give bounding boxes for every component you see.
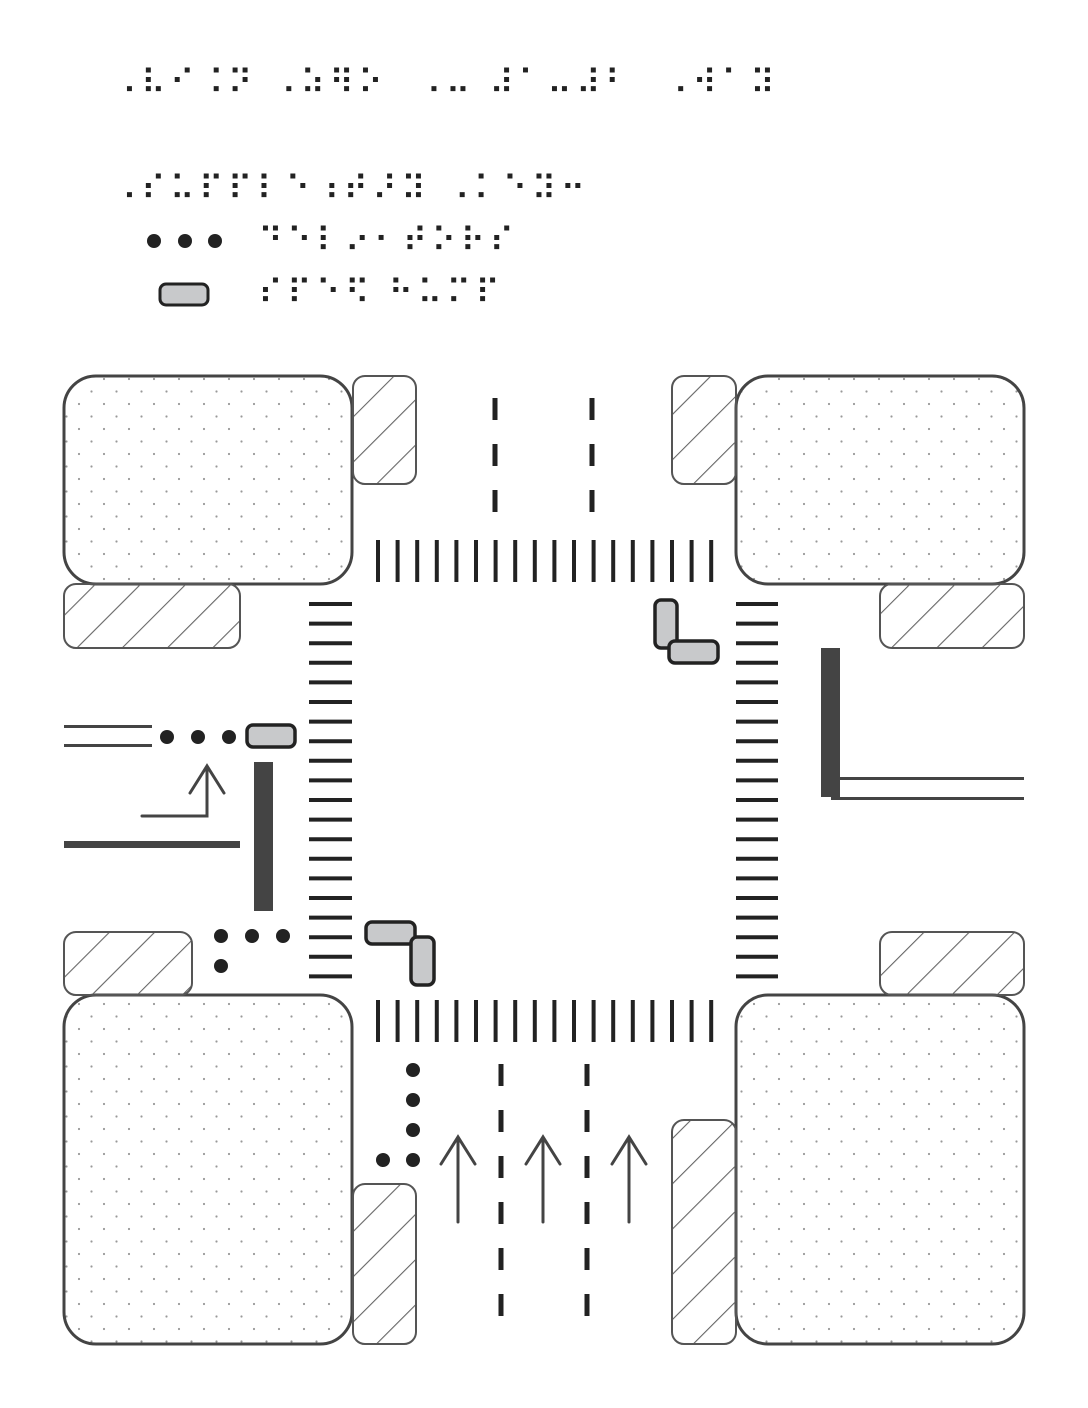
speed-hump [667,639,720,665]
block-top-right [734,374,1026,586]
turn-arrow-icon [140,763,226,818]
road-markings [309,398,778,1316]
legend-delineator-symbol [147,234,222,248]
lane-arrows [439,1134,648,1224]
block-bottom-right [734,993,1026,1346]
median-bar-left [254,762,273,911]
median-bar-right [821,648,840,797]
legend-heading-braille: ⠠⠎⠥⠏⠏⠇⠑⠰⠞⠜⠽ ⠠⠅⠑⠽⠒ [112,169,590,209]
up-arrow-icon [439,1134,477,1224]
speed-hump [364,920,417,946]
up-arrow-icon [524,1134,562,1224]
delineators [160,730,420,1167]
legend-speed-hump-label: ⠎⠏⠑⠫ ⠓⠥⠍⠏ [258,273,505,313]
hatched-areas [63,375,1025,1345]
title-braille: ⠠⠧⠊⠨⠝ ⠠⠵⠻⠕ ⠠⠤ ⠼⠁⠤⠼⠃ ⠠⠺⠁⠽ [112,63,779,103]
speed-hump [245,723,297,749]
block-bottom-left [62,993,354,1346]
speed-hump [409,935,436,987]
speed-hump [653,598,679,650]
speed-humps [245,598,720,987]
curb-lines [64,648,1024,911]
legend-speed-hump-symbol [158,282,210,307]
building-blocks [62,374,1026,1346]
block-top-left [62,374,354,586]
legend-delineators-label: ⠙⠑⠇⠔⠂⠞⠕⠗⠎ [258,221,519,261]
up-arrow-icon [610,1134,648,1224]
